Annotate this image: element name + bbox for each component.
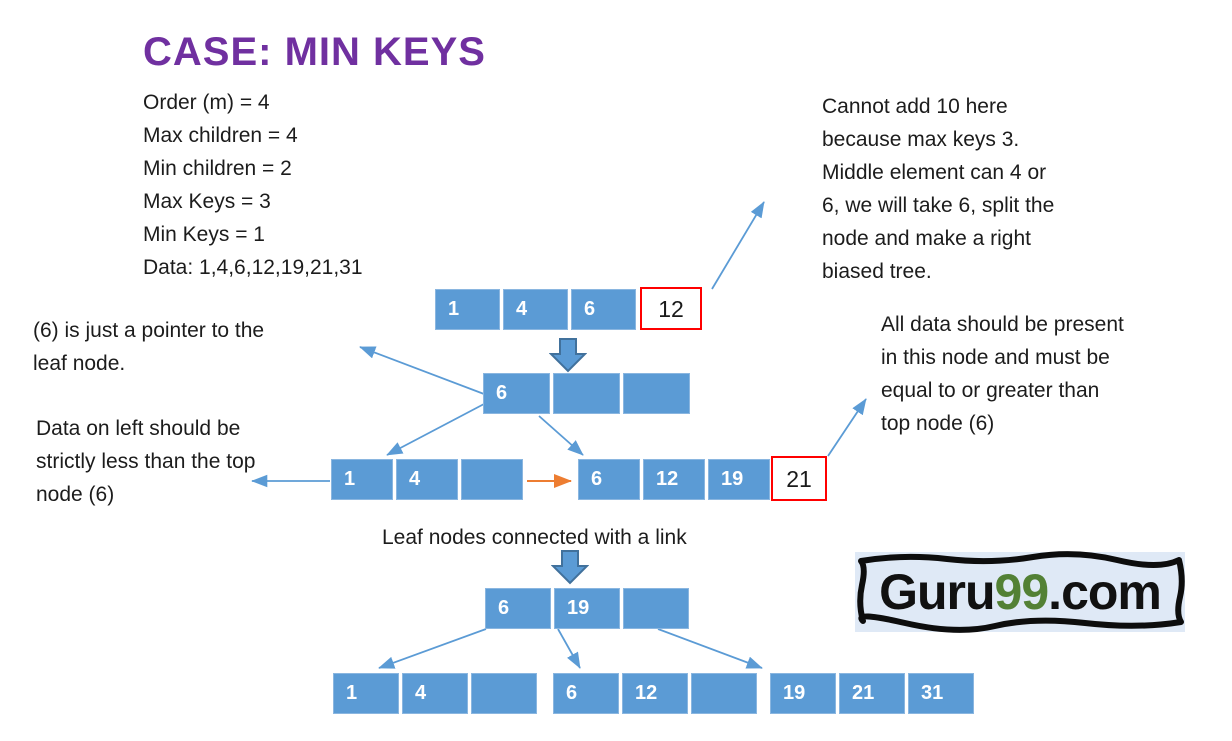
node-cell: 6 — [553, 673, 619, 714]
node-root: 1 4 6 — [435, 289, 636, 330]
node-cell — [553, 373, 620, 414]
node-cell: 31 — [908, 673, 974, 714]
info-list: Order (m) = 4 Max children = 4 Min child… — [143, 86, 363, 284]
node-leaf1: 1 4 — [333, 673, 537, 714]
annotation-line: equal to or greater than — [881, 379, 1100, 402]
node-cell — [461, 459, 523, 500]
annotation-line: in this node and must be — [881, 346, 1110, 369]
down-block-arrow-top — [549, 338, 587, 373]
node-cell: 4 — [402, 673, 468, 714]
node-cell — [623, 373, 690, 414]
annotation-right-note: All data should be present in this node … — [881, 308, 1124, 440]
info-line-max-children: Max children = 4 — [143, 124, 298, 147]
overflow-cell-21: 21 — [771, 456, 827, 501]
node-cell: 6 — [485, 588, 551, 629]
node-left-leaf: 1 4 — [331, 459, 523, 500]
annotation-cannot-add: Cannot add 10 here because max keys 3. M… — [822, 90, 1054, 288]
annotation-left-note: Data on left should be strictly less tha… — [36, 412, 255, 511]
annotation-line: Data on left should be — [36, 417, 241, 440]
annotation-line: leaf node. — [33, 352, 126, 375]
info-line-min-children: Min children = 2 — [143, 157, 292, 180]
annotation-line: node and make a right — [822, 227, 1031, 250]
arrow-level4-to-leaf1 — [378, 628, 487, 669]
arrow-level2-to-right-child — [538, 415, 584, 456]
node-cell: 4 — [396, 459, 458, 500]
node-cell — [691, 673, 757, 714]
node-cell: 1 — [435, 289, 500, 330]
info-line-max-keys: Max Keys = 3 — [143, 190, 271, 213]
info-line-min-keys: Min Keys = 1 — [143, 223, 265, 246]
node-cell: 6 — [578, 459, 640, 500]
arrow-level4-to-leaf2 — [557, 628, 581, 669]
annotation-line: (6) is just a pointer to the — [33, 319, 265, 342]
node-cell: 1 — [333, 673, 399, 714]
logo-hand-drawn-border-icon — [857, 551, 1185, 633]
annotation-line: node (6) — [36, 483, 115, 506]
annotation-leaf-link: Leaf nodes connected with a link — [382, 526, 687, 549]
annotation-line: strictly less than the top — [36, 450, 256, 473]
logo-number: 99 — [994, 564, 1050, 620]
arrow-level2-to-pointer-note — [359, 346, 485, 395]
logo-suffix: .com — [1048, 564, 1162, 620]
node-final-root: 6 19 — [485, 588, 689, 629]
node-cell: 6 — [483, 373, 550, 414]
node-level2: 6 — [483, 373, 690, 414]
node-cell: 6 — [571, 289, 636, 330]
annotation-line: biased tree. — [822, 260, 932, 283]
down-block-arrow-bottom — [551, 550, 589, 585]
guru99-logo: Guru99.com — [855, 551, 1185, 633]
node-cell: 19 — [554, 588, 620, 629]
node-cell — [471, 673, 537, 714]
page-title: CASE: MIN KEYS — [143, 30, 486, 74]
node-cell — [623, 588, 689, 629]
annotation-line: top node (6) — [881, 412, 995, 435]
arrow-level4-to-leaf3 — [657, 628, 763, 669]
node-cell: 12 — [622, 673, 688, 714]
node-cell: 12 — [643, 459, 705, 500]
node-cell: 19 — [708, 459, 770, 500]
annotation-line: All data should be present — [881, 313, 1124, 336]
node-cell: 21 — [839, 673, 905, 714]
arrow-root-to-split-note — [711, 201, 765, 290]
node-cell: 4 — [503, 289, 568, 330]
node-cell: 19 — [770, 673, 836, 714]
node-right-leaf: 6 12 19 — [578, 459, 770, 500]
info-line-data: Data: 1,4,6,12,19,21,31 — [143, 256, 363, 279]
node-leaf3: 19 21 31 — [770, 673, 974, 714]
node-cell: 1 — [331, 459, 393, 500]
node-leaf2: 6 12 — [553, 673, 757, 714]
annotation-pointer-note: (6) is just a pointer to the leaf node. — [33, 314, 264, 380]
info-line-order: Order (m) = 4 — [143, 91, 270, 114]
annotation-line: Middle element can 4 or — [822, 161, 1047, 184]
annotation-line: Cannot add 10 here — [822, 95, 1008, 118]
arrow-to-right-note — [827, 398, 867, 457]
annotation-line: because max keys 3. — [822, 128, 1020, 151]
annotation-line: 6, we will take 6, split the — [822, 194, 1055, 217]
logo-brand: Guru — [879, 564, 995, 620]
logo-text: Guru99.com — [879, 563, 1162, 621]
arrow-level2-to-left-child — [386, 403, 485, 456]
overflow-cell-12: 12 — [640, 287, 702, 330]
